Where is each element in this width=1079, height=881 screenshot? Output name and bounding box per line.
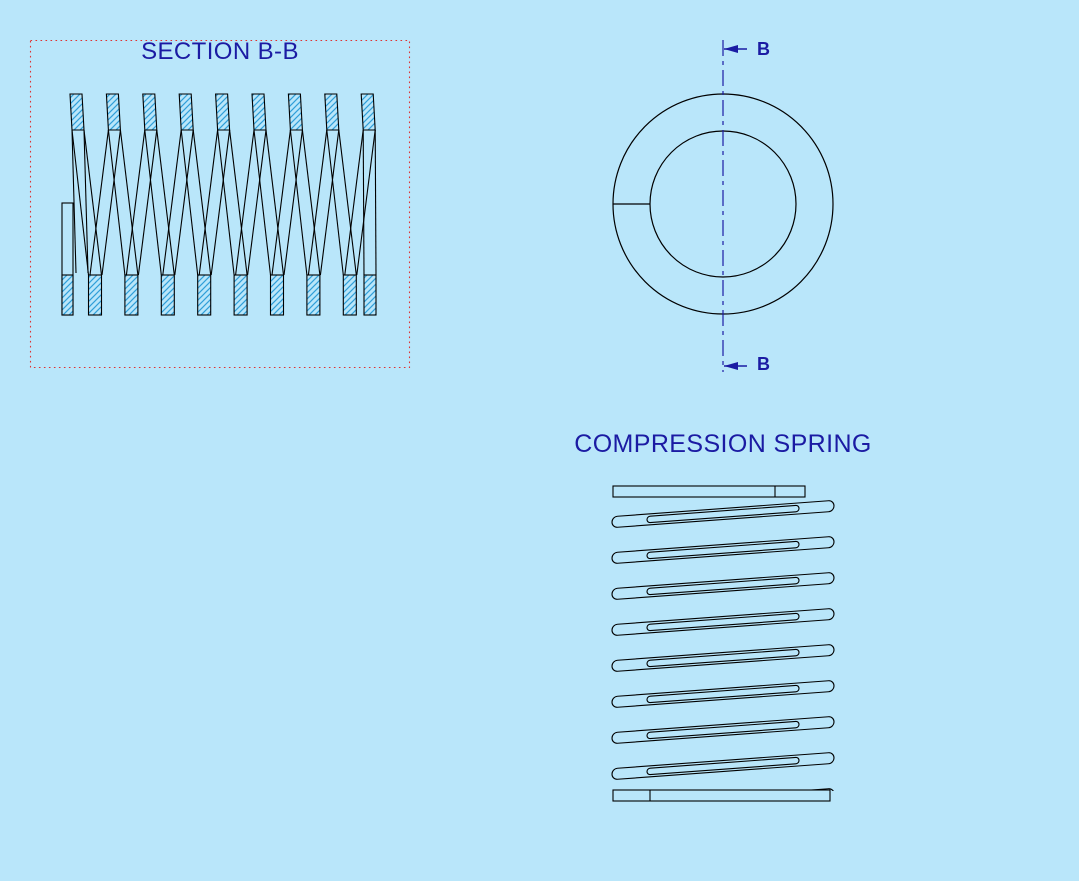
coil-turn <box>611 572 835 600</box>
top-view-drawing <box>612 40 834 372</box>
cut-arrow-top-head <box>724 45 738 53</box>
section-viewport-border <box>29 39 411 369</box>
section-cut-label-top: B <box>757 39 770 59</box>
front-view-drawing <box>611 485 835 802</box>
coil-turn <box>611 536 835 564</box>
section-view-drawing <box>29 39 411 369</box>
spring-bottom-ground-end <box>612 789 831 802</box>
coil-turn <box>611 716 835 744</box>
coil-turn <box>611 608 835 636</box>
coil-turn <box>611 752 835 780</box>
section-wire-cross-sections <box>61 93 377 316</box>
section-view-title: SECTION B-B <box>141 38 299 65</box>
coil-turn <box>611 500 835 528</box>
cut-arrow-bottom-head <box>724 362 738 370</box>
section-coil-lines <box>71 129 377 276</box>
front-view-title: COMPRESSION SPRING <box>574 430 872 458</box>
front-view-coils <box>611 500 835 791</box>
section-cut-label-bottom: B <box>757 354 770 374</box>
spring-top-ground-end <box>612 485 806 498</box>
coil-turn <box>611 680 835 708</box>
coil-turn <box>611 644 835 672</box>
